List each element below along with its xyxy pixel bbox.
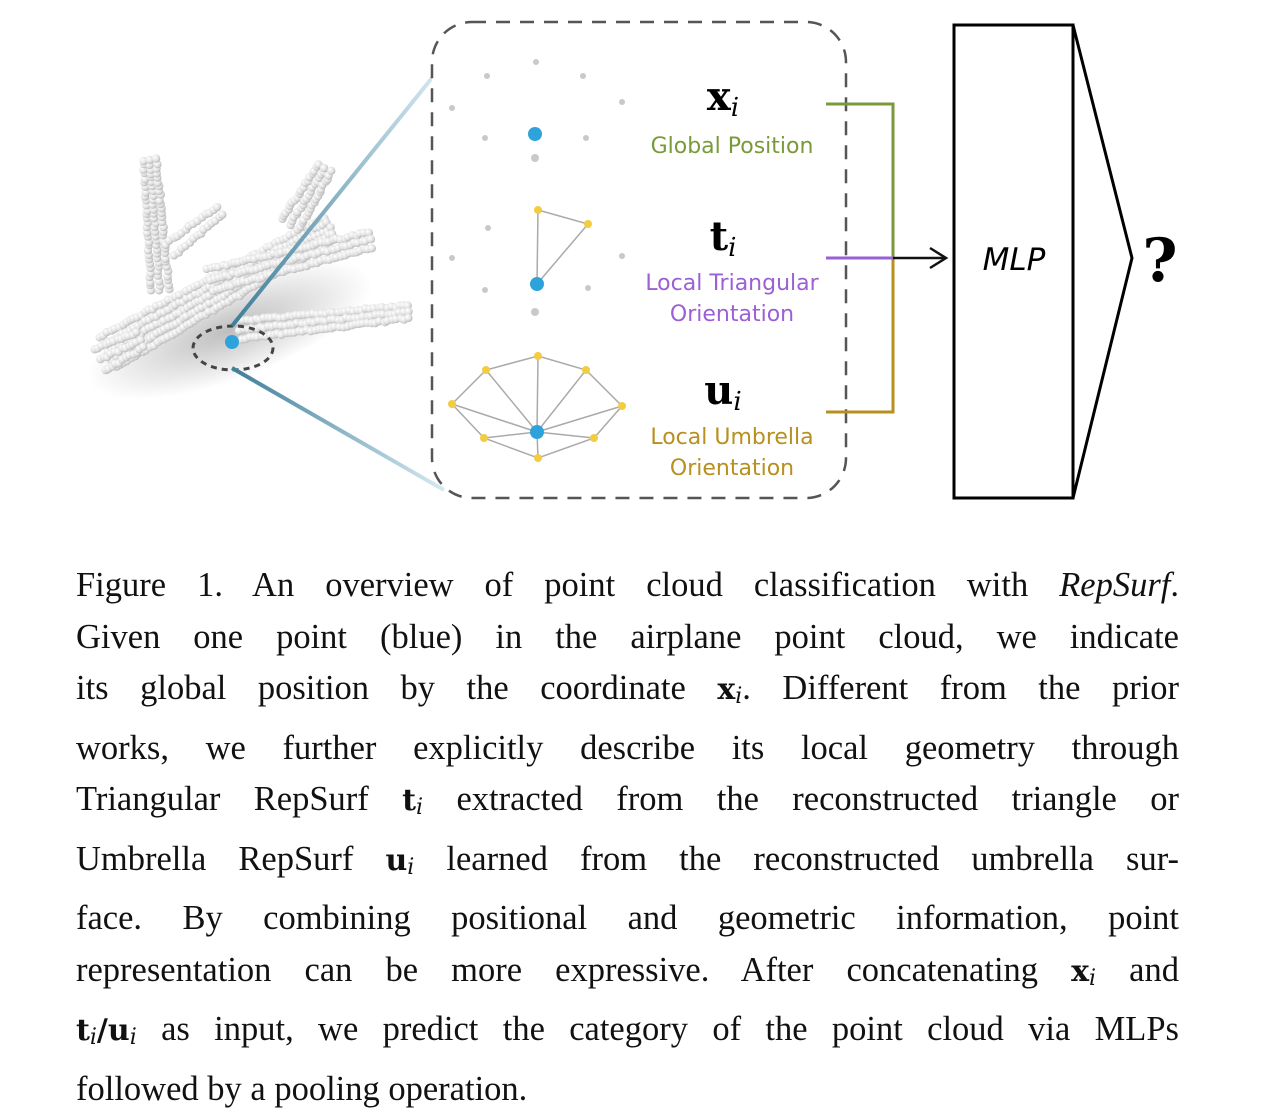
feature-label-0-0: Global Position (651, 134, 814, 159)
caption-segment: . Different from the prior (742, 669, 1179, 707)
caption-segment: RepSurf (1059, 566, 1170, 604)
caption-line: representation can be more expressive. A… (76, 945, 1179, 1005)
feature-label-1-1: Orientation (670, 302, 794, 327)
caption-segment: learned from the reconstructed umbrella … (414, 840, 1179, 878)
caption-segment: Umbrella RepSurf (76, 840, 385, 878)
caption-segment: extracted from the reconstructed triangl… (423, 780, 1179, 818)
caption-segment: u (108, 1013, 130, 1048)
caption-segment: i (90, 1025, 97, 1050)
selected-point-marker (225, 335, 239, 349)
caption-line: its global position by the coordinate xi… (76, 663, 1179, 723)
feature-label-2-0: Local Umbrella (650, 425, 813, 450)
caption-line: face. By combining positional and geomet… (76, 893, 1179, 945)
caption-segment: x (717, 672, 735, 707)
caption-segment: . (1170, 566, 1179, 604)
caption-line: Figure 1. An overview of point cloud cla… (76, 560, 1179, 612)
caption-segment: followed by a pooling operation. (76, 1070, 527, 1108)
caption-segment: Figure 1. An overview of point cloud cla… (76, 566, 1059, 604)
caption-segment: t (76, 1013, 90, 1048)
caption-segment: u (385, 843, 407, 878)
caption-segment: face. By combining positional and geomet… (76, 899, 1179, 937)
caption-line: Triangular RepSurf ti extracted from the… (76, 774, 1179, 834)
caption-segment: Triangular RepSurf (76, 780, 402, 818)
caption-line: ti/ui as input, we predict the category … (76, 1004, 1179, 1064)
caption-line: Umbrella RepSurf ui learned from the rec… (76, 834, 1179, 894)
caption-segment: and (1096, 951, 1179, 989)
caption-segment: x (1071, 954, 1089, 989)
global-center-point (528, 127, 542, 141)
caption-segment: / (97, 1013, 108, 1048)
airplane-point-cloud (72, 154, 413, 428)
mlp-label: MLP (983, 242, 1046, 278)
output-question-mark: ? (1142, 226, 1177, 296)
caption-line: Given one point (blue) in the airplane p… (76, 612, 1179, 664)
caption-segment: as input, we predict the category of the… (137, 1010, 1179, 1048)
caption-segment: works, we further explicitly describe it… (76, 729, 1179, 767)
caption-line: works, we further explicitly describe it… (76, 723, 1179, 775)
caption-segment: i (130, 1025, 137, 1050)
caption-segment: Given one point (blue) in the airplane p… (76, 618, 1179, 656)
mlp-block: MLP (954, 25, 1132, 498)
caption-segment: its global position by the coordinate (76, 669, 717, 707)
caption-line: followed by a pooling operation. (76, 1064, 1179, 1115)
feature-label-2-1: Orientation (670, 456, 794, 481)
zoom-line-bottom (232, 368, 444, 490)
caption-segment: representation can be more expressive. A… (76, 951, 1071, 989)
feature-label-1-0: Local Triangular (645, 271, 819, 296)
caption-segment: t (402, 783, 416, 818)
figure-caption: Figure 1. An overview of point cloud cla… (76, 560, 1179, 1115)
